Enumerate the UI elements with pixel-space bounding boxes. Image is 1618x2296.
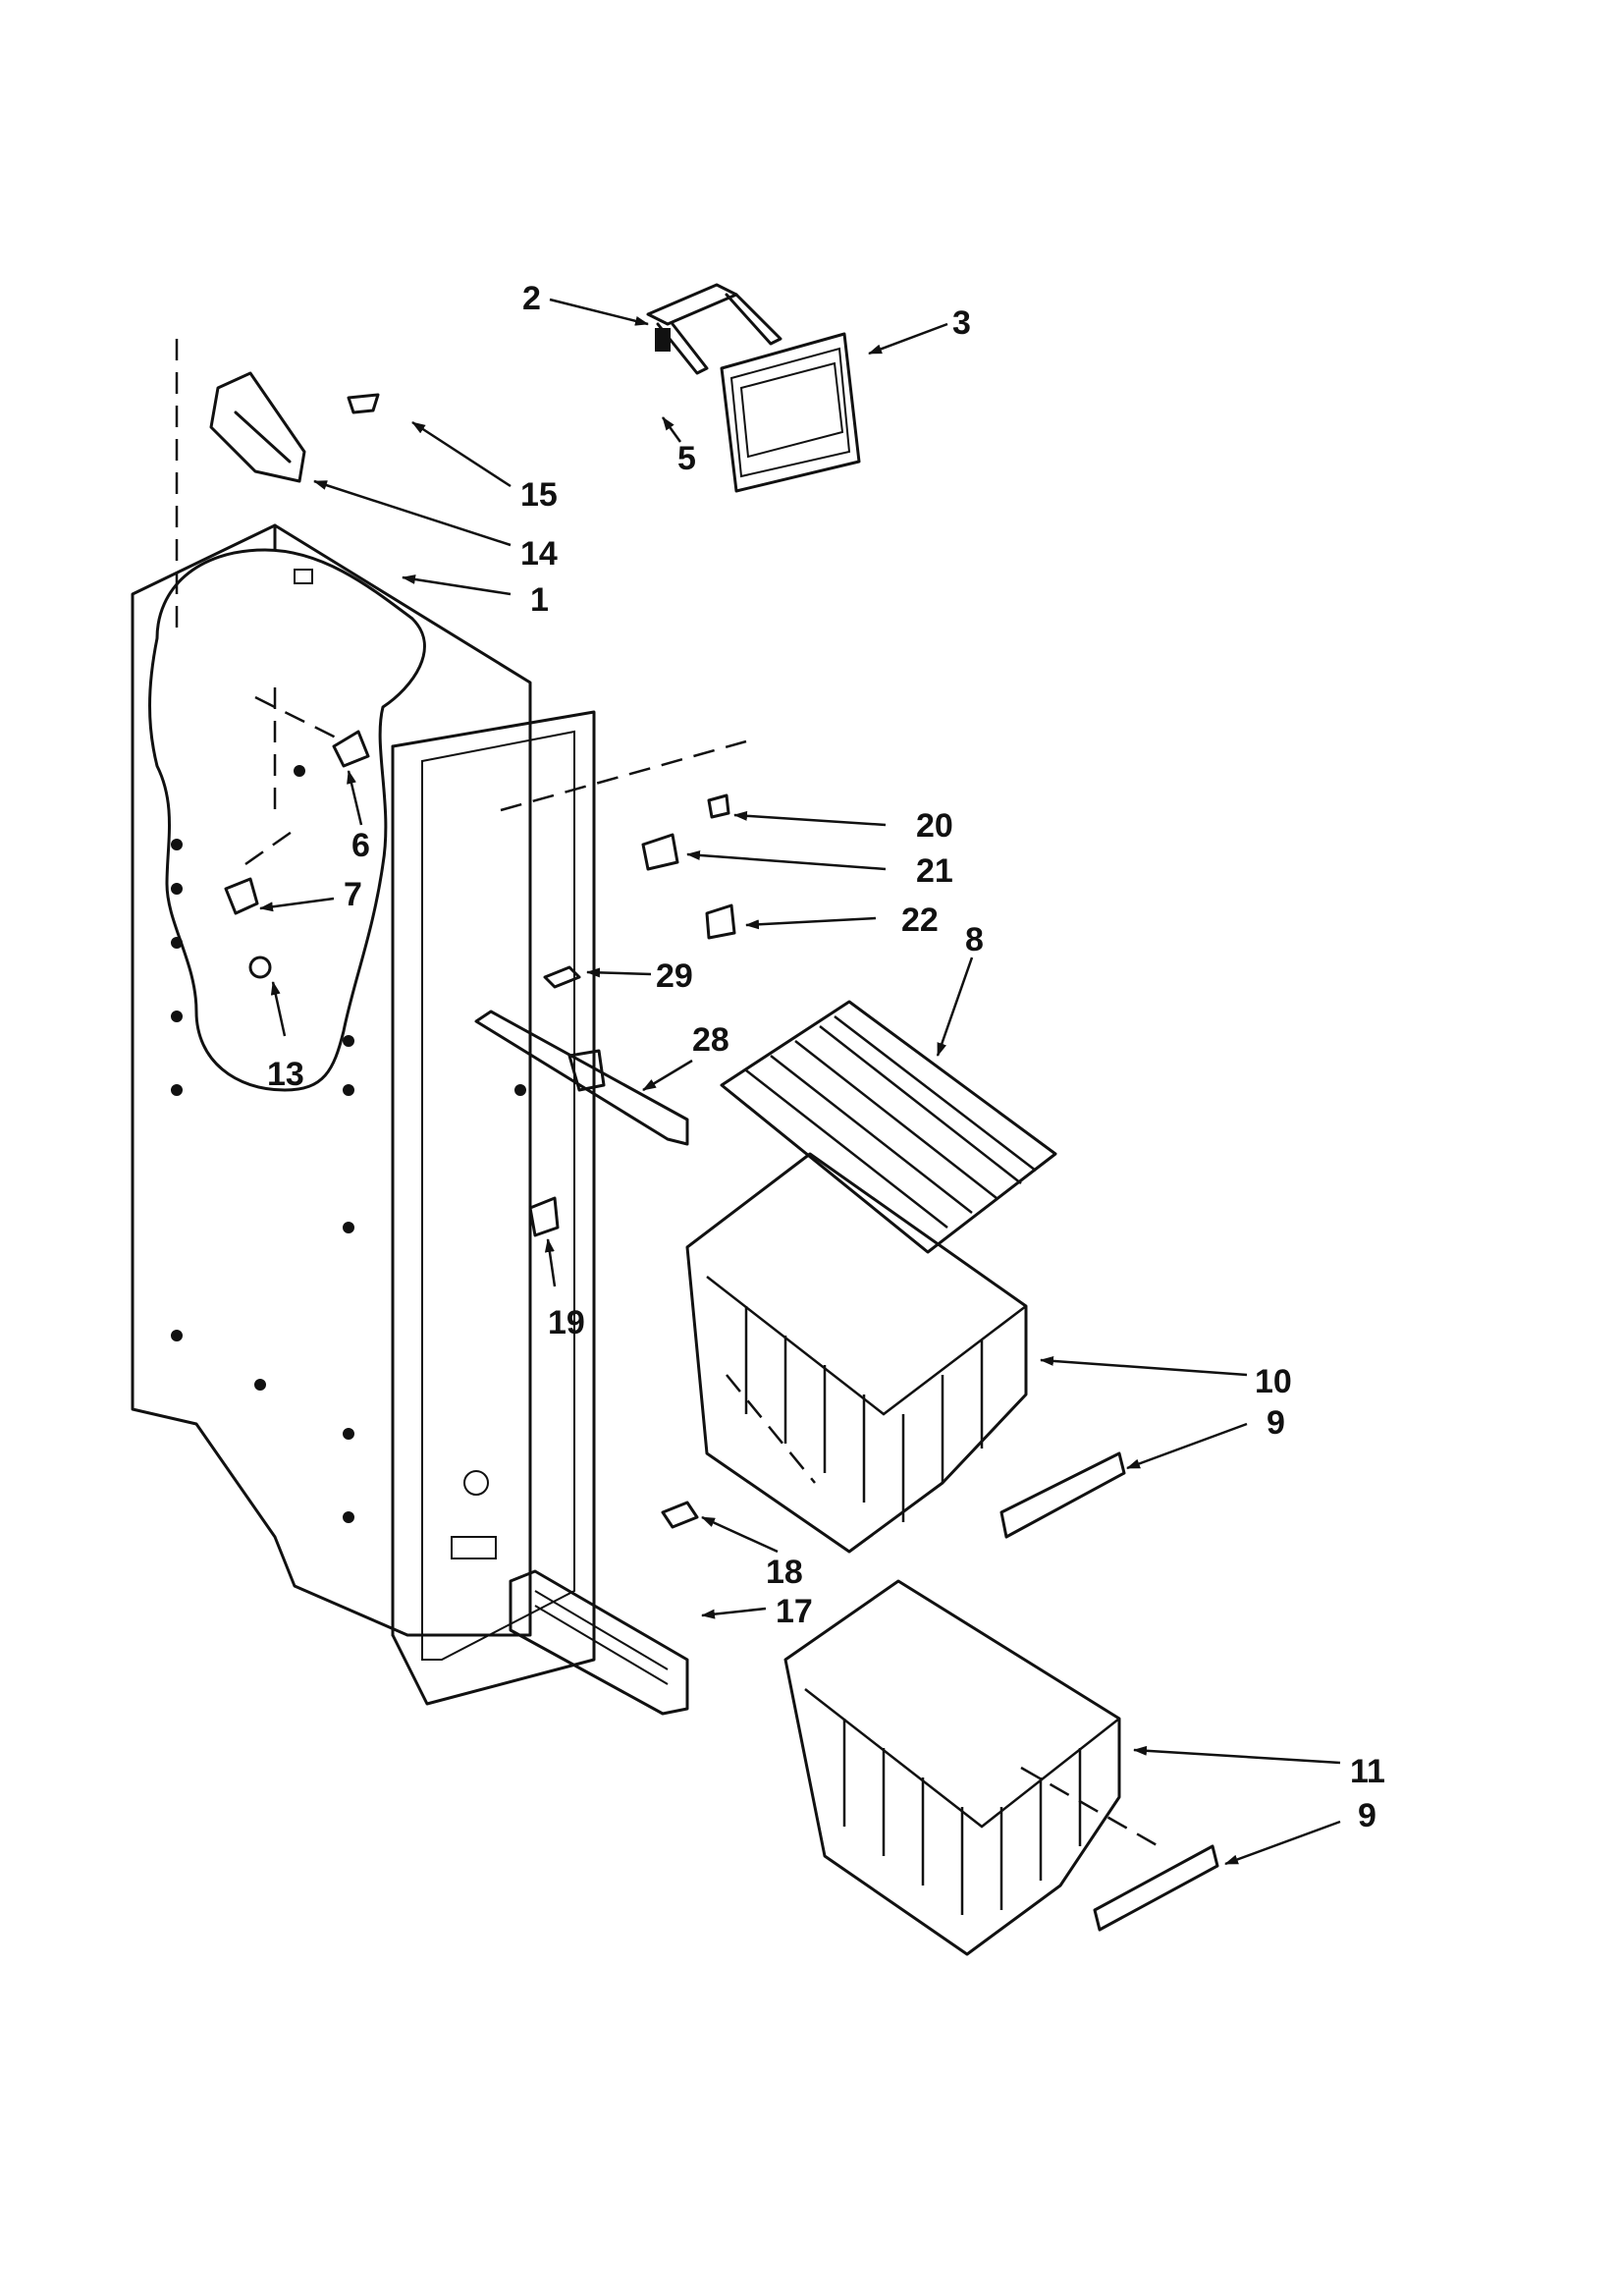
grille-part bbox=[509, 1569, 689, 1716]
shelf-bracket bbox=[646, 283, 782, 375]
callout-15: 15 bbox=[520, 476, 558, 514]
part-29-screw bbox=[543, 965, 581, 989]
freezer-liner bbox=[131, 523, 596, 1706]
callout-10: 10 bbox=[1255, 1363, 1292, 1400]
callout-19: 19 bbox=[548, 1304, 585, 1341]
part-13-screw bbox=[248, 956, 272, 979]
part-22-block bbox=[705, 903, 736, 940]
callout-8: 8 bbox=[965, 921, 984, 958]
callout-13: 13 bbox=[267, 1056, 304, 1093]
callout-21: 21 bbox=[916, 852, 953, 890]
wire-shelf bbox=[720, 1000, 1057, 1254]
part-6-clip bbox=[332, 730, 370, 768]
upper-basket bbox=[685, 1152, 1028, 1554]
callout-29: 29 bbox=[656, 957, 693, 995]
callout-17: 17 bbox=[776, 1593, 813, 1630]
part-20-clip bbox=[707, 793, 730, 819]
lower-basket bbox=[783, 1579, 1121, 1956]
callout-14: 14 bbox=[520, 535, 558, 573]
upper-basket-divider bbox=[999, 1451, 1126, 1539]
callout-9-lower: 9 bbox=[1358, 1797, 1376, 1834]
callout-20: 20 bbox=[916, 807, 953, 845]
callouts: 2 3 5 15 14 1 6 7 13 20 21 22 8 29 28 19… bbox=[267, 280, 1385, 1834]
callout-3: 3 bbox=[952, 304, 971, 342]
callout-7: 7 bbox=[344, 876, 362, 913]
callout-2: 2 bbox=[522, 280, 541, 317]
part-19-switch bbox=[528, 1196, 560, 1237]
callout-6: 6 bbox=[351, 827, 370, 864]
callout-9-upper: 9 bbox=[1267, 1404, 1285, 1442]
hinge-bracket bbox=[209, 371, 380, 483]
part-18-screw bbox=[661, 1501, 699, 1529]
callout-22: 22 bbox=[901, 902, 939, 939]
callout-28: 28 bbox=[692, 1021, 729, 1059]
pan-part bbox=[720, 332, 861, 493]
callout-5: 5 bbox=[677, 440, 696, 477]
callout-11: 11 bbox=[1350, 1753, 1385, 1790]
rail-part bbox=[474, 1010, 689, 1146]
leader-lines bbox=[259, 298, 1341, 1866]
callout-18: 18 bbox=[766, 1554, 803, 1591]
part-7-clip bbox=[224, 877, 259, 915]
lower-basket-divider bbox=[1093, 1844, 1219, 1932]
callout-1: 1 bbox=[530, 581, 549, 619]
part-21-block bbox=[641, 833, 679, 871]
